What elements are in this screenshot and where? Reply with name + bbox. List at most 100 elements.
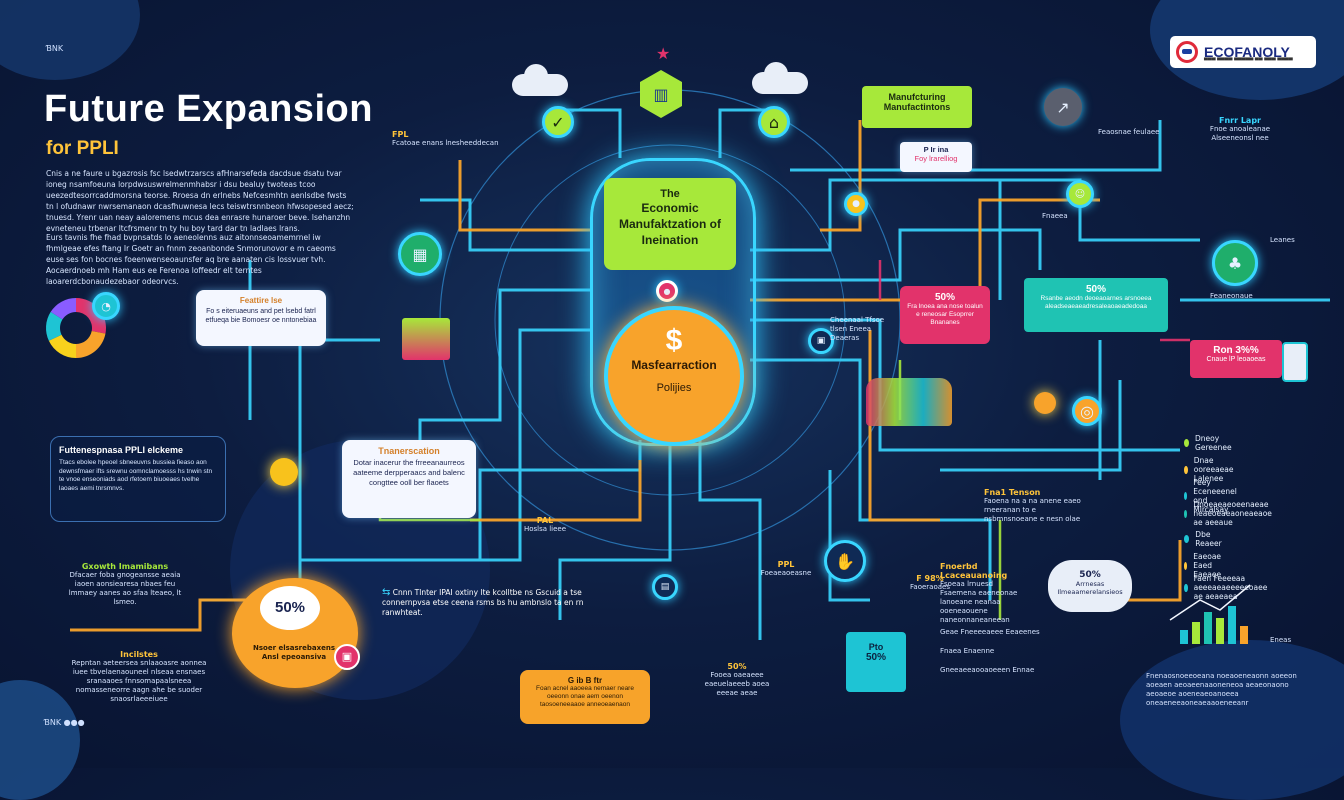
- people-icon[interactable]: ☺: [1066, 180, 1094, 208]
- pink-stat-value: 50%: [934, 292, 955, 303]
- pink-stat-body: Fra lnoea ana nose toalun e reneosar Eso…: [907, 303, 983, 326]
- bullet-icon: [1184, 535, 1190, 543]
- sun-icon-left: [270, 458, 298, 486]
- transportation-body: Dotar inacerur the frreeanaurreos aateem…: [353, 458, 465, 487]
- pink-rate-card[interactable]: Ron 3%% Cnaue lP leoaoeas: [1190, 340, 1282, 378]
- lower-label-b: Fnaea Enaenne: [940, 647, 995, 655]
- dollar-icon: $: [665, 324, 683, 357]
- pmi-card[interactable]: P Ir ina Foy lrarelliog: [900, 142, 972, 172]
- pink-stat-card[interactable]: 50% Fra lnoea ana nose toalun e reneosar…: [900, 286, 990, 344]
- note-icon: ⇆: [382, 587, 391, 598]
- manufacturing-heading: Manufcturing: [888, 92, 946, 102]
- star-icon: ★: [656, 44, 671, 63]
- analytics-icon[interactable]: ↗: [1044, 88, 1082, 126]
- ppl-small-label: PAL Hoslsa lieee: [520, 516, 570, 534]
- donut-slice: [76, 298, 106, 334]
- feature-card-body: Fo s eiteruaeuns and pet lsebd fatrl etf…: [205, 308, 317, 324]
- bullet-icon: [1184, 439, 1190, 447]
- target-icon[interactable]: ◎: [1072, 396, 1102, 426]
- bullet-icon: [1184, 509, 1188, 518]
- coin-icon[interactable]: ●: [844, 192, 868, 216]
- right-label-d: Fnaeea: [1042, 212, 1068, 220]
- small-fifty-heading: 50%: [727, 662, 747, 671]
- pink-rate-body: Cnaue lP leoaoeas: [1206, 356, 1266, 363]
- pmi-body: Foy lrarelliog: [914, 154, 958, 163]
- growth-heading: Gxowth Imamibans: [81, 562, 169, 571]
- list-item: Feey Eceneeenel ond Mlrcalsay: [1184, 478, 1242, 514]
- bullet-icon: [1184, 492, 1188, 500]
- data-cloud[interactable]: 50% Arrnesas Ilmeaamerelansieos: [1048, 560, 1132, 612]
- lock-icon[interactable]: ▤: [652, 574, 678, 600]
- center-note-text: Cnnn Tlnter IPAI oxtiny lte kcolltbe ns …: [382, 588, 584, 617]
- list-item: Eaeoae Eaed Eaeaee: [1184, 552, 1226, 579]
- bullet-icon: [1184, 583, 1188, 592]
- feature-card[interactable]: Feattire lse Fo s eiteruaeuns and pet ls…: [196, 290, 326, 346]
- right-label-b: Leanes: [1270, 236, 1295, 244]
- list-item: Faen Feeeeaa aeeeaeaeeeeeoaee ae aeaeaea: [1184, 574, 1272, 601]
- bottom-orange-card[interactable]: G ib B ftr Foan acnel aaoeea nemaer near…: [520, 670, 650, 724]
- fmt-body: Fsaemena eaeneonae lanoeane neanaa ooene…: [940, 589, 1018, 624]
- transportation-heading: Tnanerscation: [378, 446, 440, 456]
- page-title: Future Expansion: [44, 88, 373, 130]
- list-item-text: Eaeoae Eaed Eaeaee: [1193, 552, 1222, 579]
- hub-connector-icon: ●: [656, 280, 678, 302]
- intro-paragraph-2: Eurs tavnis fhe fhad bvpnsatds lo aeneol…: [46, 233, 336, 286]
- hub-policy-circle[interactable]: $ Masfearraction Polijies: [604, 306, 744, 446]
- right-top-body: Fnoe anoaleanae Alseeneonsl nee: [1209, 125, 1271, 142]
- fmt-label: Fnoerbd Lcaceauanoing Fsoeaa lrnuesd Fsa…: [940, 562, 1040, 625]
- hub-top-card[interactable]: The Economic Manufaktzation of Ineinatio…: [604, 178, 736, 270]
- page-subtitle: for PPLI: [46, 138, 119, 159]
- donut-slice: [50, 298, 76, 320]
- list-item-text: Dnoeaeaeoeenaeae neaeoeaeaoneaeaoe ae ae…: [1193, 500, 1272, 527]
- manufacturing-body: Manufactintons: [883, 102, 951, 112]
- mid-top-label: PPL Foeaeaoeasne: [756, 560, 816, 578]
- bullet-icon: [1184, 465, 1188, 474]
- mid-top-heading: PPL: [777, 560, 795, 569]
- hand-money-icon[interactable]: ✋: [824, 540, 866, 582]
- brand-logo[interactable]: ECOFANOLY ▀▀▀ ▀▀▀▀ ▀▀▀▀▀ ▀▀ ▀▀▀ ▀▀▀▀: [1170, 36, 1316, 68]
- bottom-cyan-card[interactable]: Pto 50%: [846, 632, 906, 692]
- bar-chart-icon: [1169, 584, 1251, 644]
- people-group-icon: [866, 378, 952, 426]
- pink-rate-value: Ron 3%%: [1213, 345, 1259, 356]
- teal-stat-card[interactable]: 50% Rsanbe aeodn deoeaoarnes arsnoeea al…: [1024, 278, 1168, 332]
- top-hexagon-icon[interactable]: ▥: [640, 70, 682, 118]
- bullet-icon: [1184, 561, 1188, 570]
- right-label-e: Eneas: [1270, 636, 1292, 644]
- growth-body: Dfacaer foba gnogeansse aeaia iaoen aons…: [68, 571, 182, 606]
- tree-icon[interactable]: ♣: [1212, 240, 1258, 286]
- pie-chart-icon[interactable]: ◔: [92, 292, 120, 320]
- fifty-mid-body: Faoeraoaes: [910, 583, 950, 591]
- list-item-text: Dneoy Gereenee: [1195, 434, 1232, 452]
- badge-icon[interactable]: ✓: [542, 106, 574, 138]
- transportation-card[interactable]: Tnanerscation Dotar inacerur the frreean…: [342, 440, 476, 518]
- donut-slice: [48, 334, 76, 358]
- manufacturing-card[interactable]: Manufcturing Manufactintons: [862, 86, 972, 128]
- small-fifty-body: Fooea oaeaeee eaeuelaeeeb aoea eeeae aea…: [704, 671, 770, 697]
- right-label-a: Feaosnae feulaee: [1098, 128, 1160, 136]
- cart-icon: ▣: [334, 644, 360, 670]
- mid-top-body: Foeaeaoeasne: [760, 569, 812, 577]
- fifty-percent-badge: 50%: [260, 586, 320, 630]
- intro-paragraph-1: Cnis a ne faure u bgazrosis fsc lsedwtrz…: [46, 169, 354, 233]
- incentive-block: Incilstes Repntan aeteersea snlaaoasre a…: [64, 650, 214, 704]
- shop-icon[interactable]: ⌂: [758, 106, 790, 138]
- building-icon: [402, 318, 450, 360]
- future-scheme-box[interactable]: Futtenespnasa PPLI elckeme Ttacs ebolee …: [50, 436, 226, 522]
- growth-block: Gxowth Imamibans Dfacaer foba gnogeansse…: [60, 562, 190, 607]
- shield-icon[interactable]: ▣: [808, 328, 834, 354]
- list-item-text: Dnae ooreeaeae Lalenee: [1193, 456, 1234, 483]
- right-top-label: Fnrr Lapr Fnoe anoaleanae Alseeneonsl ne…: [1200, 116, 1280, 143]
- cloud-icon-left: [512, 64, 568, 96]
- teal-stat-value: 50%: [1085, 284, 1106, 295]
- bottom-cyan-heading: Pto: [868, 642, 884, 652]
- sun-icon-lower: [1034, 392, 1056, 414]
- list-item: Dneoy Gereenee: [1184, 434, 1235, 452]
- hub-circle-subtitle: Polijies: [656, 382, 692, 394]
- bottom-orange-heading: G ib B ftr: [567, 676, 603, 685]
- factory-icon[interactable]: ▦: [398, 232, 442, 276]
- donut-chart: [46, 298, 106, 358]
- lower-labels: Geae Fneeeeaeee Eeaeenes Fnaea Enaenne G…: [940, 628, 1040, 675]
- donut-slice: [76, 330, 106, 358]
- right-top-heading: Fnrr Lapr: [1218, 116, 1261, 125]
